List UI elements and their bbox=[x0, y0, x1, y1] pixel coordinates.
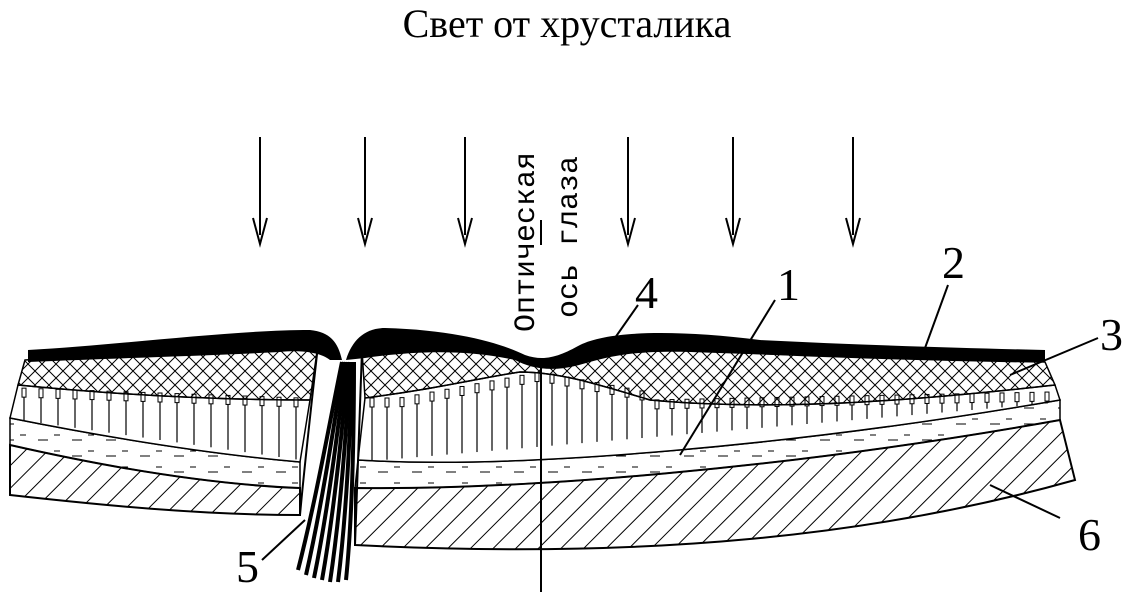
photoreceptor-cell bbox=[399, 397, 405, 408]
light-ray-arrowhead bbox=[357, 217, 373, 248]
optical-axis-label-line1: Оптическая bbox=[510, 151, 544, 332]
photoreceptor-cell bbox=[384, 397, 390, 408]
diagram-title: Свет от хрусталика bbox=[402, 1, 732, 46]
photoreceptor-cell bbox=[369, 397, 375, 408]
photoreceptor-cell bbox=[969, 393, 975, 404]
photoreceptor-cell bbox=[459, 385, 465, 396]
light-ray-arrowhead bbox=[845, 217, 861, 248]
callout-6: 6 bbox=[1078, 509, 1101, 560]
photoreceptor-cell bbox=[55, 388, 61, 399]
optical-axis-label-line2: ось глаза bbox=[553, 155, 587, 318]
light-rays bbox=[252, 137, 861, 248]
photoreceptor-cell bbox=[504, 377, 510, 388]
optic-disc-edge bbox=[299, 344, 319, 516]
photoreceptor-cell bbox=[21, 387, 27, 398]
photoreceptor-cell bbox=[534, 372, 540, 383]
photoreceptor-cell bbox=[1029, 391, 1035, 402]
photoreceptor-cell bbox=[519, 374, 525, 385]
photoreceptor-cell bbox=[474, 383, 480, 394]
photoreceptor-cell bbox=[984, 392, 990, 403]
photoreceptor-cell bbox=[1014, 392, 1020, 403]
callout-leaders bbox=[261, 284, 1099, 561]
light-ray-arrowhead bbox=[620, 217, 636, 248]
inner-limiting-membrane bbox=[28, 330, 342, 362]
light-ray-arrowhead bbox=[725, 217, 741, 248]
callout-3: 3 bbox=[1100, 309, 1123, 360]
photoreceptor-cell bbox=[999, 392, 1005, 403]
photoreceptor-cell bbox=[564, 376, 570, 387]
photoreceptor-cell bbox=[1044, 391, 1050, 402]
callout-5: 5 bbox=[236, 541, 259, 592]
callout-2: 2 bbox=[942, 237, 965, 288]
light-ray-arrowhead bbox=[252, 217, 268, 248]
optic-nerve-fibers bbox=[296, 361, 356, 583]
photoreceptor-cell bbox=[444, 388, 450, 399]
light-ray-arrowhead bbox=[457, 217, 473, 248]
photoreceptor-cell bbox=[38, 388, 44, 399]
photoreceptor-cell bbox=[429, 391, 435, 402]
inner-limiting-membrane bbox=[346, 328, 1045, 369]
callout-4: 4 bbox=[635, 267, 658, 318]
optic-disc-edge bbox=[354, 349, 363, 546]
photoreceptor-cell bbox=[414, 394, 420, 405]
callout-1: 1 bbox=[777, 259, 800, 310]
photoreceptor-cell bbox=[549, 373, 555, 384]
photoreceptor-cell bbox=[489, 380, 495, 391]
photoreceptor-cell bbox=[72, 389, 78, 400]
